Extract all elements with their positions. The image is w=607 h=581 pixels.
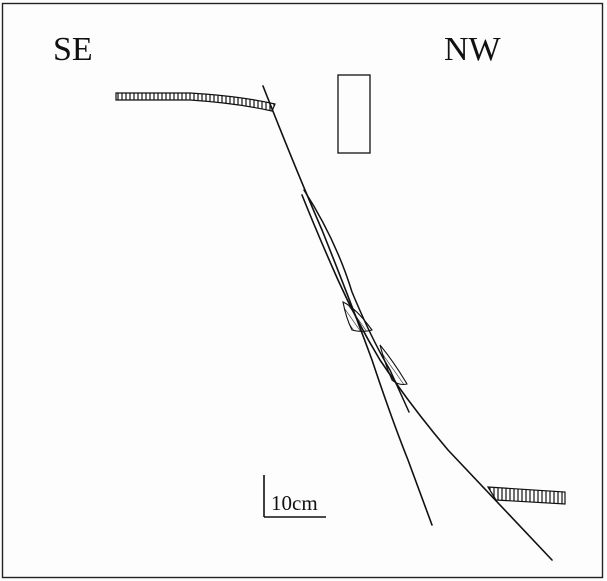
hatched-lens-middle [342,301,373,333]
label-nw: NW [444,31,502,68]
splay-fault-line [303,189,410,413]
main-fault-line [262,85,433,526]
sample-box [337,74,371,154]
hatched-lens-lower [379,344,408,386]
scale-bar: 10cm [263,475,326,518]
label-se: SE [53,31,93,68]
hatched-layer-upper-left [115,92,276,112]
hatched-layer-lower-right [486,486,566,505]
nw-block-boundary [301,194,553,561]
scale-bar-label: 10cm [271,491,318,515]
